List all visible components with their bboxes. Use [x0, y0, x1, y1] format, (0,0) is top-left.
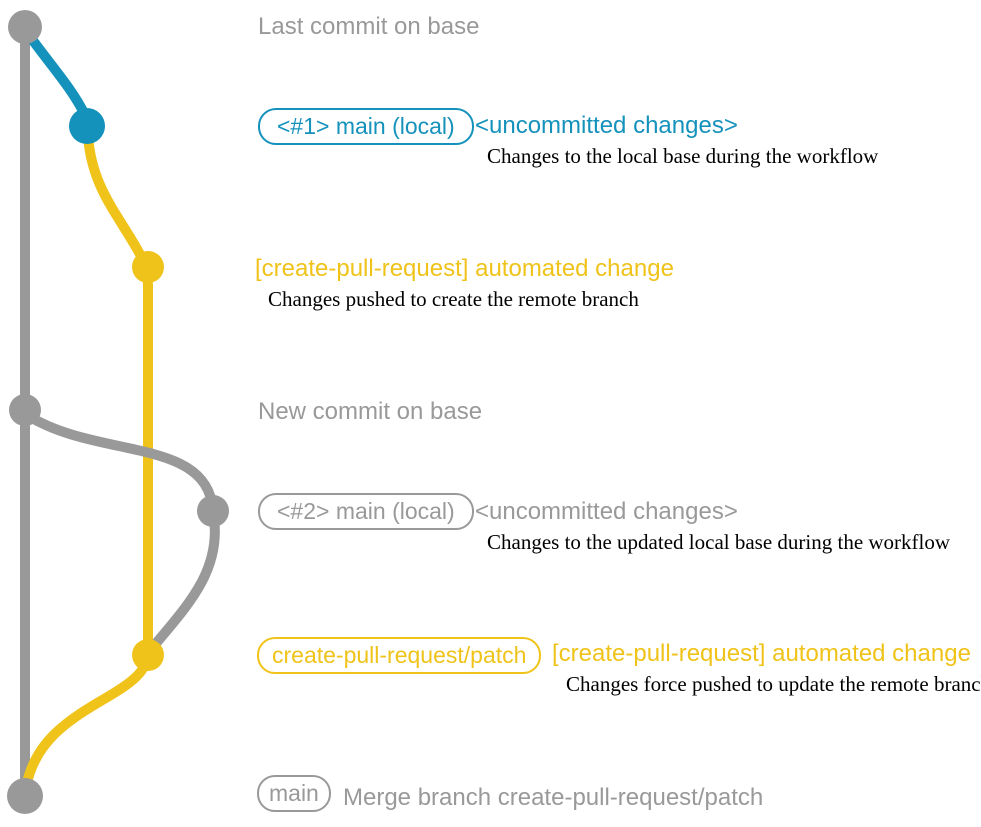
git-graph	[7, 10, 229, 814]
patch-branch-commit-2	[132, 639, 164, 671]
last-commit-on-base-commit	[8, 10, 42, 44]
patch-branch-edge	[21, 135, 153, 789]
last-commit-on-base-label: Last commit on base	[258, 13, 480, 40]
branch-tag-main-local-2: <#2> main (local)	[258, 493, 474, 530]
merge-commit-message-label: Merge branch create-pull-request/patch	[343, 784, 764, 811]
new-commit-on-base-commit	[9, 394, 41, 426]
merge-commit	[7, 778, 43, 814]
branch-tag-main-local-1: <#1> main (local)	[258, 108, 474, 145]
automated-change-2-description: Changes force pushed to update the remot…	[566, 672, 981, 696]
new-commit-on-base-label: New commit on base	[258, 398, 483, 425]
local-main-2-edge	[24, 410, 217, 505]
branch-tag-main: main	[257, 775, 331, 812]
automated-change-2-label: [create-pull-request] automated change	[552, 640, 971, 667]
local-main-1-commit	[69, 108, 105, 144]
uncommitted-changes-2-description: Changes to the updated local base during…	[487, 530, 951, 554]
automated-change-1-label: [create-pull-request] automated change	[255, 255, 674, 282]
automated-change-1-description: Changes pushed to create the remote bran…	[268, 287, 639, 311]
uncommitted-changes-1-description: Changes to the local base during the wor…	[487, 144, 879, 168]
uncommitted-changes-1-label: <uncommitted changes>	[475, 112, 738, 139]
local-main-2-commit	[197, 495, 229, 527]
branch-tag-create-pull-request-patch: create-pull-request/patch	[257, 637, 542, 674]
patch-branch-commit-1	[132, 251, 164, 283]
uncommitted-changes-2-label: <uncommitted changes>	[475, 498, 738, 525]
local-main-2-merge-edge	[149, 517, 220, 651]
